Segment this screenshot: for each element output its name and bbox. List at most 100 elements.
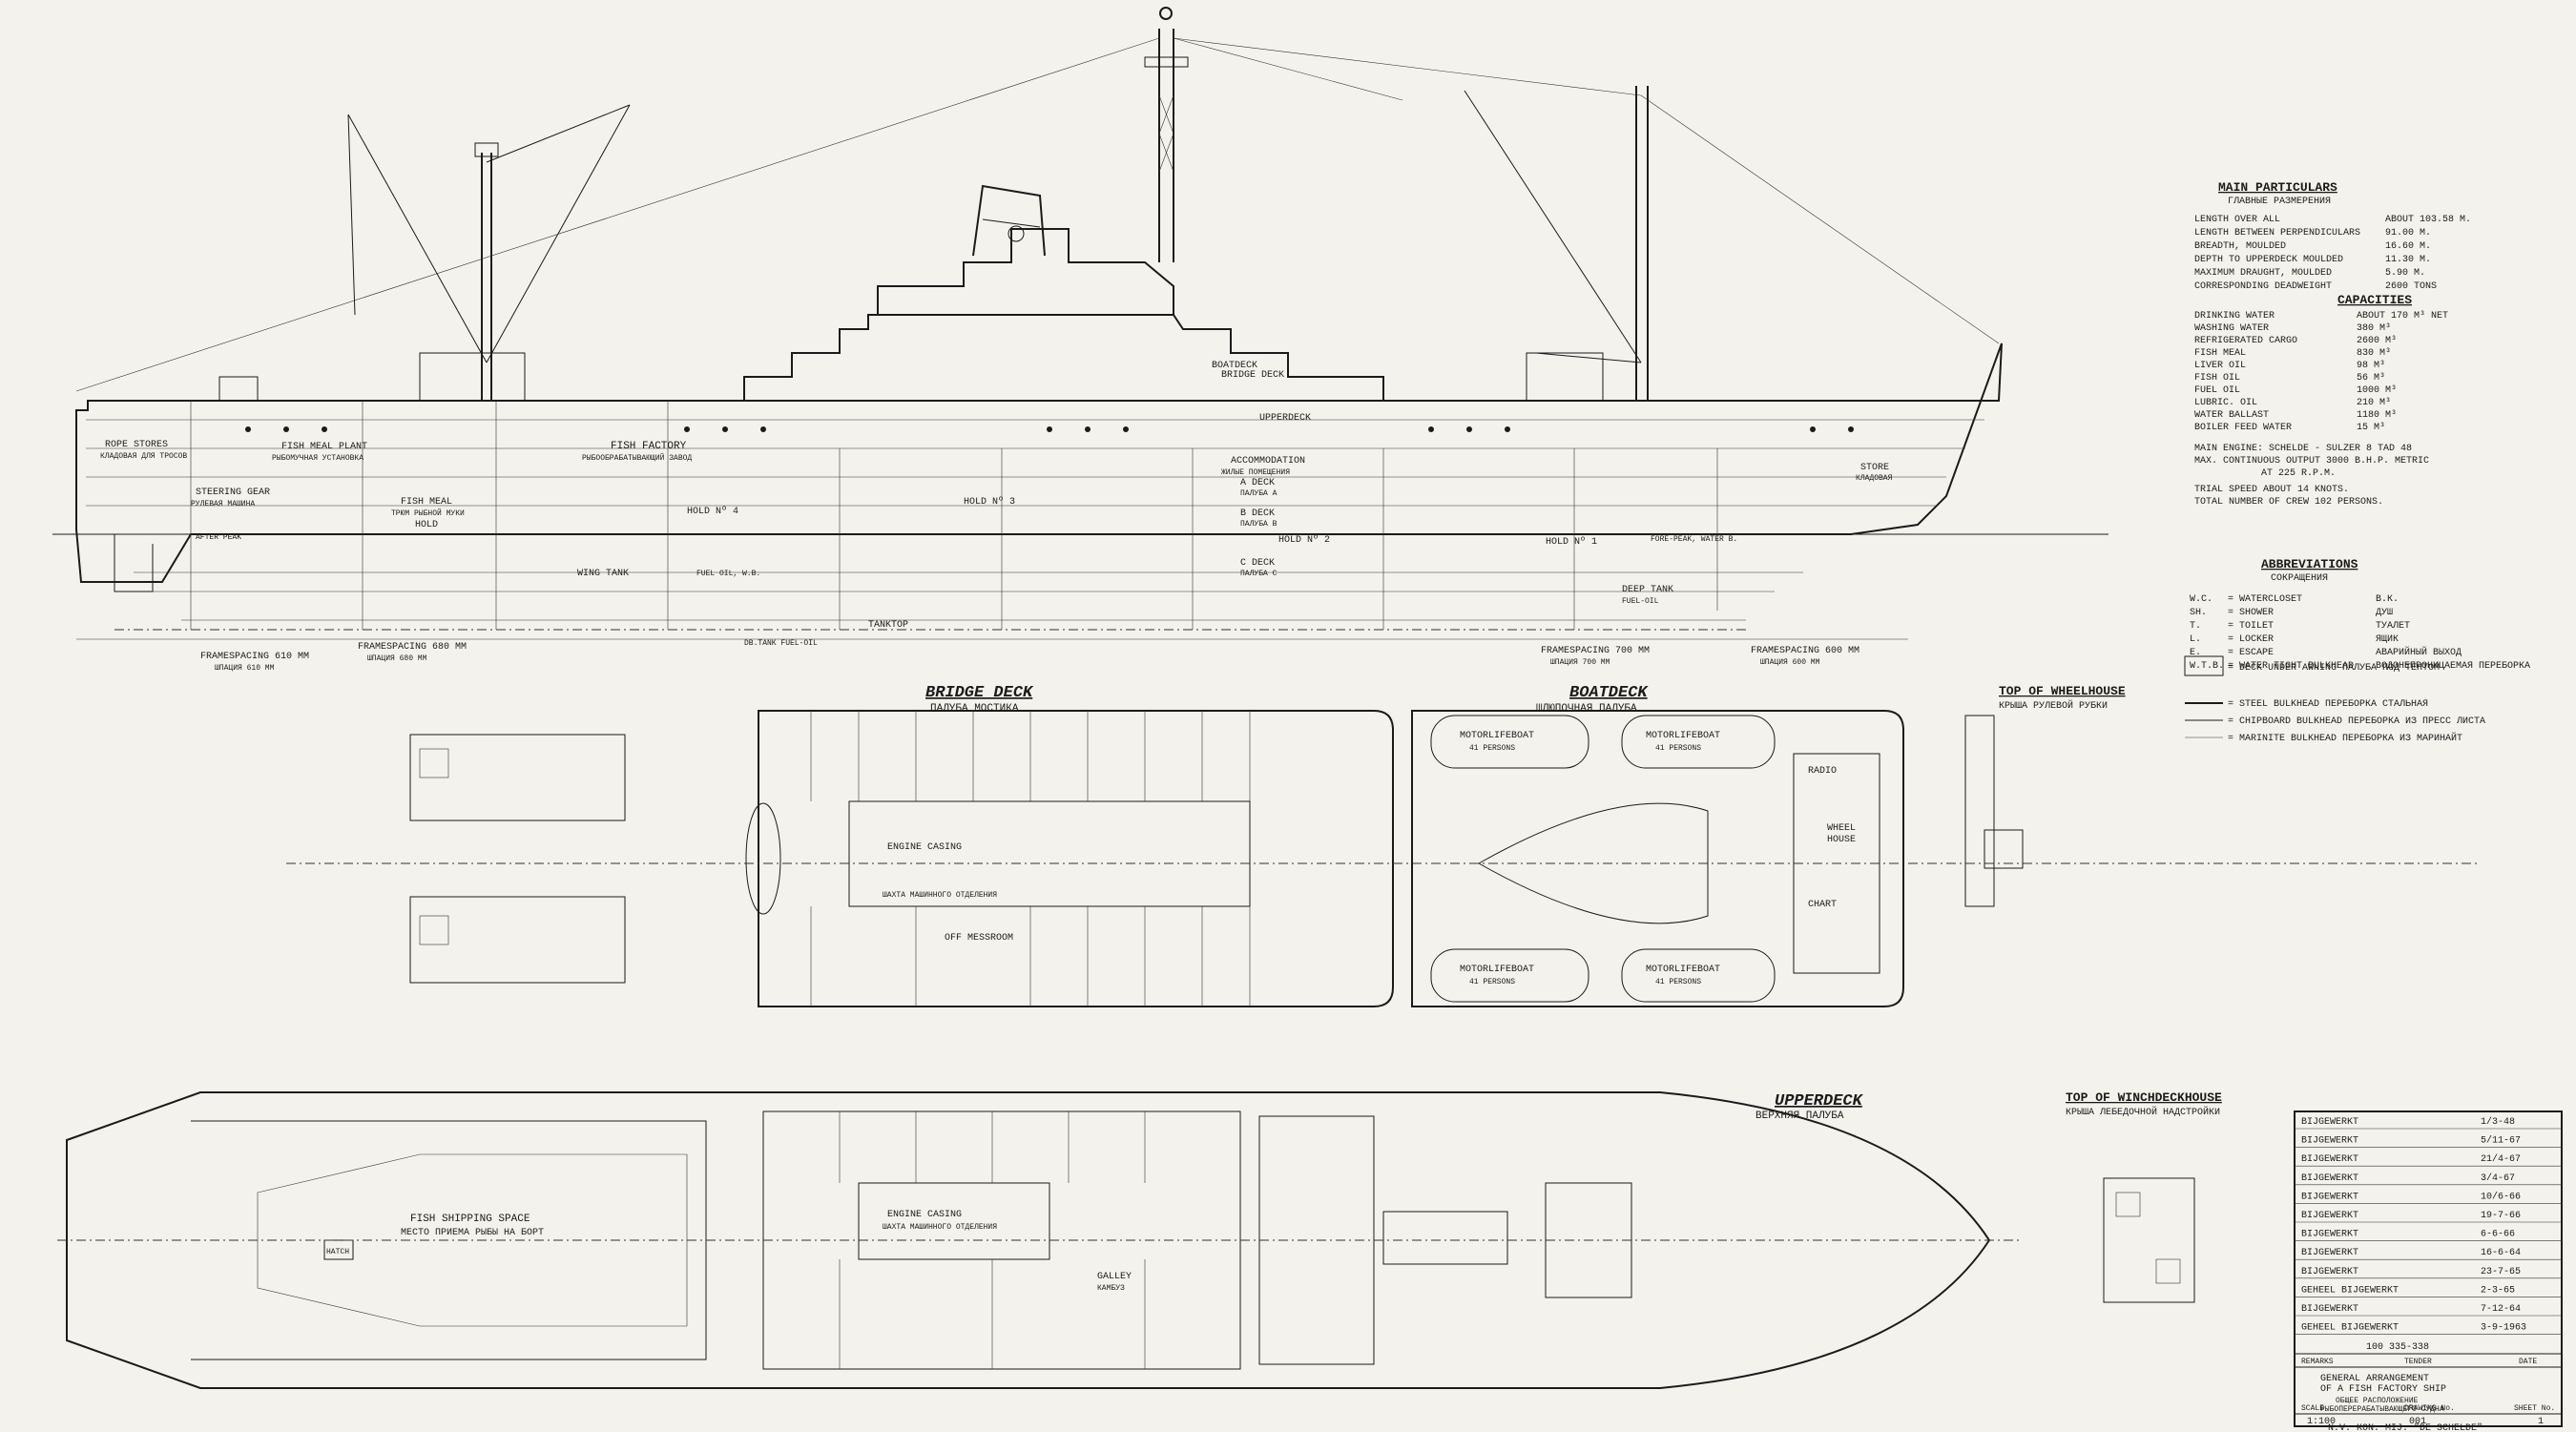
capacity-value: 1000 M³ xyxy=(2357,385,2397,396)
particulars-title: MAIN PARTICULARS xyxy=(2218,180,2337,195)
framespacing-610-ru: ШПАЦИЯ 610 ММ xyxy=(215,664,275,673)
rope-stores-label: ROPE STORES xyxy=(105,440,168,450)
capacity-value: 210 M³ xyxy=(2357,398,2391,408)
abbr-ru: АВАРИЙНЫЙ ВЫХОД xyxy=(2376,645,2462,658)
abbr-steel: = STEEL BULKHEAD ПЕРЕБОРКА СТАЛЬНАЯ xyxy=(2228,699,2428,710)
tender-label: TENDER xyxy=(2404,1358,2432,1366)
abbr-meaning: = TOILET xyxy=(2228,621,2274,632)
abbr-title: ABBREVIATIONS xyxy=(2261,557,2358,571)
accommodation-ru: ЖИЛЫЕ ПОМЕЩЕНИЯ xyxy=(1221,468,1290,477)
abbr-key: T. xyxy=(2190,621,2201,632)
abbr-meaning: = WATERCLOSET xyxy=(2228,594,2302,605)
revision-by: BIJGEWERKT xyxy=(2301,1304,2358,1315)
deep-tank-fuel-label: FUEL-OIL xyxy=(1622,597,1659,606)
galley-ru: КАМБУЗ xyxy=(1097,1284,1125,1293)
b-deck-label: B DECK xyxy=(1240,508,1275,519)
revision-date: 19-7-66 xyxy=(2481,1211,2521,1221)
revision-date: 1/3-48 xyxy=(2481,1116,2515,1128)
revision-by: BIJGEWERKT xyxy=(2301,1211,2358,1221)
lifeboat-3: MOTORLIFEBOAT xyxy=(1460,965,1534,975)
date-label: DATE xyxy=(2519,1358,2537,1366)
revision-by: BIJGEWERKT xyxy=(2301,1117,2358,1128)
particulars-title-ru: ГЛАВНЫЕ РАЗМЕРЕНИЯ xyxy=(2228,197,2331,207)
capacity-value: 98 M³ xyxy=(2357,361,2385,371)
abbr-meaning: = ESCAPE xyxy=(2228,648,2274,658)
steering-gear-ru: РУЛЕВАЯ МАШИНА xyxy=(191,500,255,508)
upper-engine-casing-ru: ШАХТА МАШИННОГО ОТДЕЛЕНИЯ xyxy=(883,1223,997,1232)
particular-value: 91.00 M. xyxy=(2385,228,2431,239)
fish-meal-hold-label: FISH MEAL xyxy=(401,497,452,508)
superstructure xyxy=(743,314,1384,401)
boat-deck-title: BOATDECK xyxy=(1569,684,1649,702)
hold-label: HOLD xyxy=(415,520,438,530)
sheet-no-value: 1 xyxy=(2538,1417,2544,1427)
abbr-ru: ДУШ xyxy=(2376,608,2393,618)
galley-label: GALLEY xyxy=(1097,1272,1132,1282)
capacity-value: 2600 M³ xyxy=(2357,336,2397,346)
upperdeck-title: UPPERDECK xyxy=(1775,1092,1864,1110)
revision-date: 7-12-64 xyxy=(2481,1304,2521,1315)
capacity-key: FISH MEAL xyxy=(2194,348,2246,359)
top-of-winchdeckhouse: TOP OF WINCHDECKHOUSE КРЫША ЛЕБЕДОЧНОЙ Н… xyxy=(2066,1090,2222,1303)
capacity-key: LUBRIC. OIL xyxy=(2194,398,2257,408)
revision-by: GEHEEL BIJGEWERKT xyxy=(2301,1323,2399,1334)
capacity-key: BOILER FEED WATER xyxy=(2194,423,2292,433)
db-tank-label: DB.TANK FUEL-OIL xyxy=(744,639,818,648)
upper-deck-plan: UPPERDECK ВЕРХНЯЯ ПАЛУБА FISH SHIPPING S… xyxy=(57,1091,2023,1389)
crew-total: TOTAL NUMBER OF CREW 102 PERSONS. xyxy=(2194,497,2383,508)
abbreviations: ABBREVIATIONS СОКРАЩЕНИЯ W.C.= WATERCLOS… xyxy=(2184,557,2530,744)
revision-by: BIJGEWERKT xyxy=(2301,1248,2358,1258)
fish-meal-plant-ru: РЫБОМУЧНАЯ УСТАНОВКА xyxy=(272,454,364,463)
wing-tank-label: WING TANK xyxy=(577,569,629,579)
fish-factory-label: FISH FACTORY xyxy=(611,441,687,452)
abbr-ru: ТУАЛЕТ xyxy=(2376,621,2410,632)
funnel-emblem xyxy=(1008,225,1025,242)
top-of-wheelhouse: TOP OF WHEELHOUSE КРЫША РУЛЕВОЙ РУБКИ xyxy=(1964,684,2126,907)
top-winch-ru: КРЫША ЛЕБЕДОЧНОЙ НАДСТРОЙКИ xyxy=(2066,1105,2220,1118)
abbr-key: L. xyxy=(2190,634,2201,645)
capacity-value: 830 M³ xyxy=(2357,348,2391,359)
particular-value: 16.60 M. xyxy=(2385,241,2431,252)
upperdeck-title-ru: ВЕРХНЯЯ ПАЛУБА xyxy=(1755,1110,1844,1122)
abbr-key: E. xyxy=(2190,648,2201,658)
accommodation-label: ACCOMMODATION xyxy=(1231,456,1305,467)
revision-date: 23-7-65 xyxy=(2481,1267,2521,1277)
fish-shipping-ru: МЕСТО ПРИЕМА РЫБЫ НА БОРТ xyxy=(401,1228,544,1238)
hold-4-label: HOLD Nº 4 xyxy=(687,507,738,517)
revision-by: GEHEEL BIJGEWERKT xyxy=(2301,1285,2399,1296)
title-line-3: ОБЩЕЕ РАСПОЛОЖЕНИЕ xyxy=(2336,1397,2419,1405)
fish-shipping-label: FISH SHIPPING SPACE xyxy=(410,1214,530,1225)
revision-date: 21/4-67 xyxy=(2481,1153,2521,1165)
particular-key: BREADTH, MOULDED xyxy=(2194,241,2286,252)
framespacing-600-ru: ШПАЦИЯ 600 ММ xyxy=(1760,658,1820,667)
hold-3-label: HOLD Nº 3 xyxy=(964,497,1015,508)
hold-2-label: HOLD Nº 2 xyxy=(1278,535,1330,546)
bridge-deck-title: BRIDGE DECK xyxy=(925,684,1034,702)
upper-engine-casing: ENGINE CASING xyxy=(887,1210,962,1220)
messroom-label: OFF MESSROOM xyxy=(945,933,1013,944)
main-engine: MAIN ENGINE: SCHELDE - SULZER 8 TAD 48 xyxy=(2194,444,2412,454)
revision-by: BIJGEWERKT xyxy=(2301,1173,2358,1184)
c-deck-label: C DECK xyxy=(1240,558,1275,569)
capacity-key: LIVER OIL xyxy=(2194,361,2246,371)
drawing-no-label: DRAWING No. xyxy=(2404,1404,2455,1413)
main-engine-output: MAX. CONTINUOUS OUTPUT 3000 B.H.P. METRI… xyxy=(2194,456,2429,467)
bridge-deck-plan: BRIDGE DECK ПАЛУБА МОСТИКА ENGINE CASING… xyxy=(286,684,2481,1007)
capacity-key: WATER BALLAST xyxy=(2194,410,2269,421)
revision-date: 3-9-1963 xyxy=(2481,1323,2526,1334)
main-particulars: MAIN PARTICULARS ГЛАВНЫЕ РАЗМЕРЕНИЯ LENG… xyxy=(2194,180,2471,508)
capacity-value: 1180 M³ xyxy=(2357,410,2397,421)
particular-key: DEPTH TO UPPERDECK MOULDED xyxy=(2194,255,2343,265)
top-wheelhouse-ru: КРЫША РУЛЕВОЙ РУБКИ xyxy=(1999,698,2108,712)
top-wheelhouse-title: TOP OF WHEELHOUSE xyxy=(1999,684,2126,698)
b-deck-ru: ПАЛУБА В xyxy=(1240,520,1278,529)
particular-value: 5.90 M. xyxy=(2385,268,2425,279)
bridge-deck-title-ru: ПАЛУБА МОСТИКА xyxy=(930,703,1019,715)
particular-key: LENGTH OVER ALL xyxy=(2194,215,2280,225)
tank-top-label: TANKTOP xyxy=(868,620,908,631)
fore-peak-label: FORE-PEAK, WATER B. xyxy=(1651,535,1737,544)
abbr-marinite: = MARINITE BULKHEAD ПЕРЕБОРКА ИЗ МАРИНАЙ… xyxy=(2228,731,2462,744)
drawing-ref-number: 100 335-338 xyxy=(2366,1342,2429,1353)
store-label: STORE xyxy=(1860,463,1889,473)
